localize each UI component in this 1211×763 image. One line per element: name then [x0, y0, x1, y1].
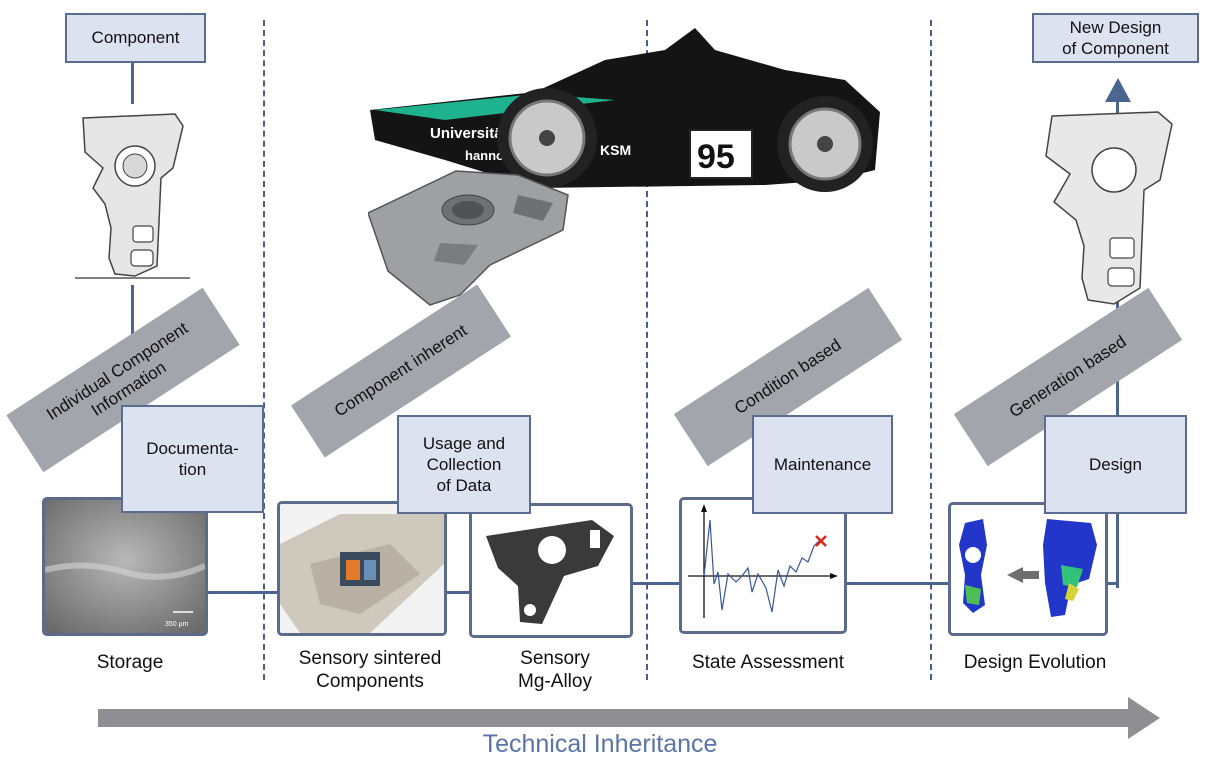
- divider-1: [263, 20, 265, 680]
- new-design-render: [1045, 111, 1173, 305]
- connector-component-lower: [131, 285, 134, 375]
- divider-3: [930, 20, 932, 680]
- race-car-photo: Universität Ha hanno airpo 95 KSM: [370, 28, 880, 192]
- car-ksm-text: KSM: [600, 142, 631, 158]
- component-render: [368, 170, 569, 306]
- sintered-components-photo: [277, 501, 447, 636]
- caption-design-evolution: Design Evolution: [963, 652, 1107, 673]
- documentation-box: Documenta- tion: [121, 405, 264, 513]
- maintenance-box: Maintenance: [752, 415, 893, 514]
- usage-collection-box: Usage and Collection of Data: [397, 415, 531, 514]
- component-sketch: [75, 113, 190, 279]
- caption-state-assessment: State Assessment: [691, 652, 845, 673]
- technical-inheritance-title: Technical Inheritance: [482, 730, 718, 758]
- design-evolution-render: [948, 502, 1108, 636]
- component-box: Component: [65, 13, 206, 63]
- up-arrow-head: [1105, 78, 1131, 102]
- caption-storage: Storage: [96, 652, 164, 673]
- caption-sensory-mg-alloy: Sensory Mg-Alloy: [518, 648, 592, 692]
- connector-mg-state: [633, 582, 682, 585]
- connector-design-arrow-shaft: [1116, 100, 1119, 120]
- technical-inheritance-arrow: [98, 697, 1160, 739]
- car-number: 95: [697, 138, 735, 176]
- connector-storage-sintered: [205, 591, 279, 594]
- connector-design-end: [1106, 582, 1119, 585]
- connector-state-design: [845, 582, 951, 585]
- failure-marker-icon: [815, 535, 827, 547]
- divider-2: [646, 20, 648, 680]
- connector-sintered-mg: [445, 591, 471, 594]
- mg-alloy-photo: [469, 503, 633, 638]
- storage-micrograph: 350 µm: [42, 497, 208, 636]
- design-box: Design: [1044, 415, 1187, 514]
- caption-sensory-sintered: Sensory sintered Components: [298, 648, 442, 692]
- scale-bar-text: 350 µm: [165, 621, 189, 628]
- connector-component: [131, 62, 134, 104]
- state-assessment-plot: [679, 497, 847, 634]
- new-design-box: New Design of Component: [1032, 13, 1199, 63]
